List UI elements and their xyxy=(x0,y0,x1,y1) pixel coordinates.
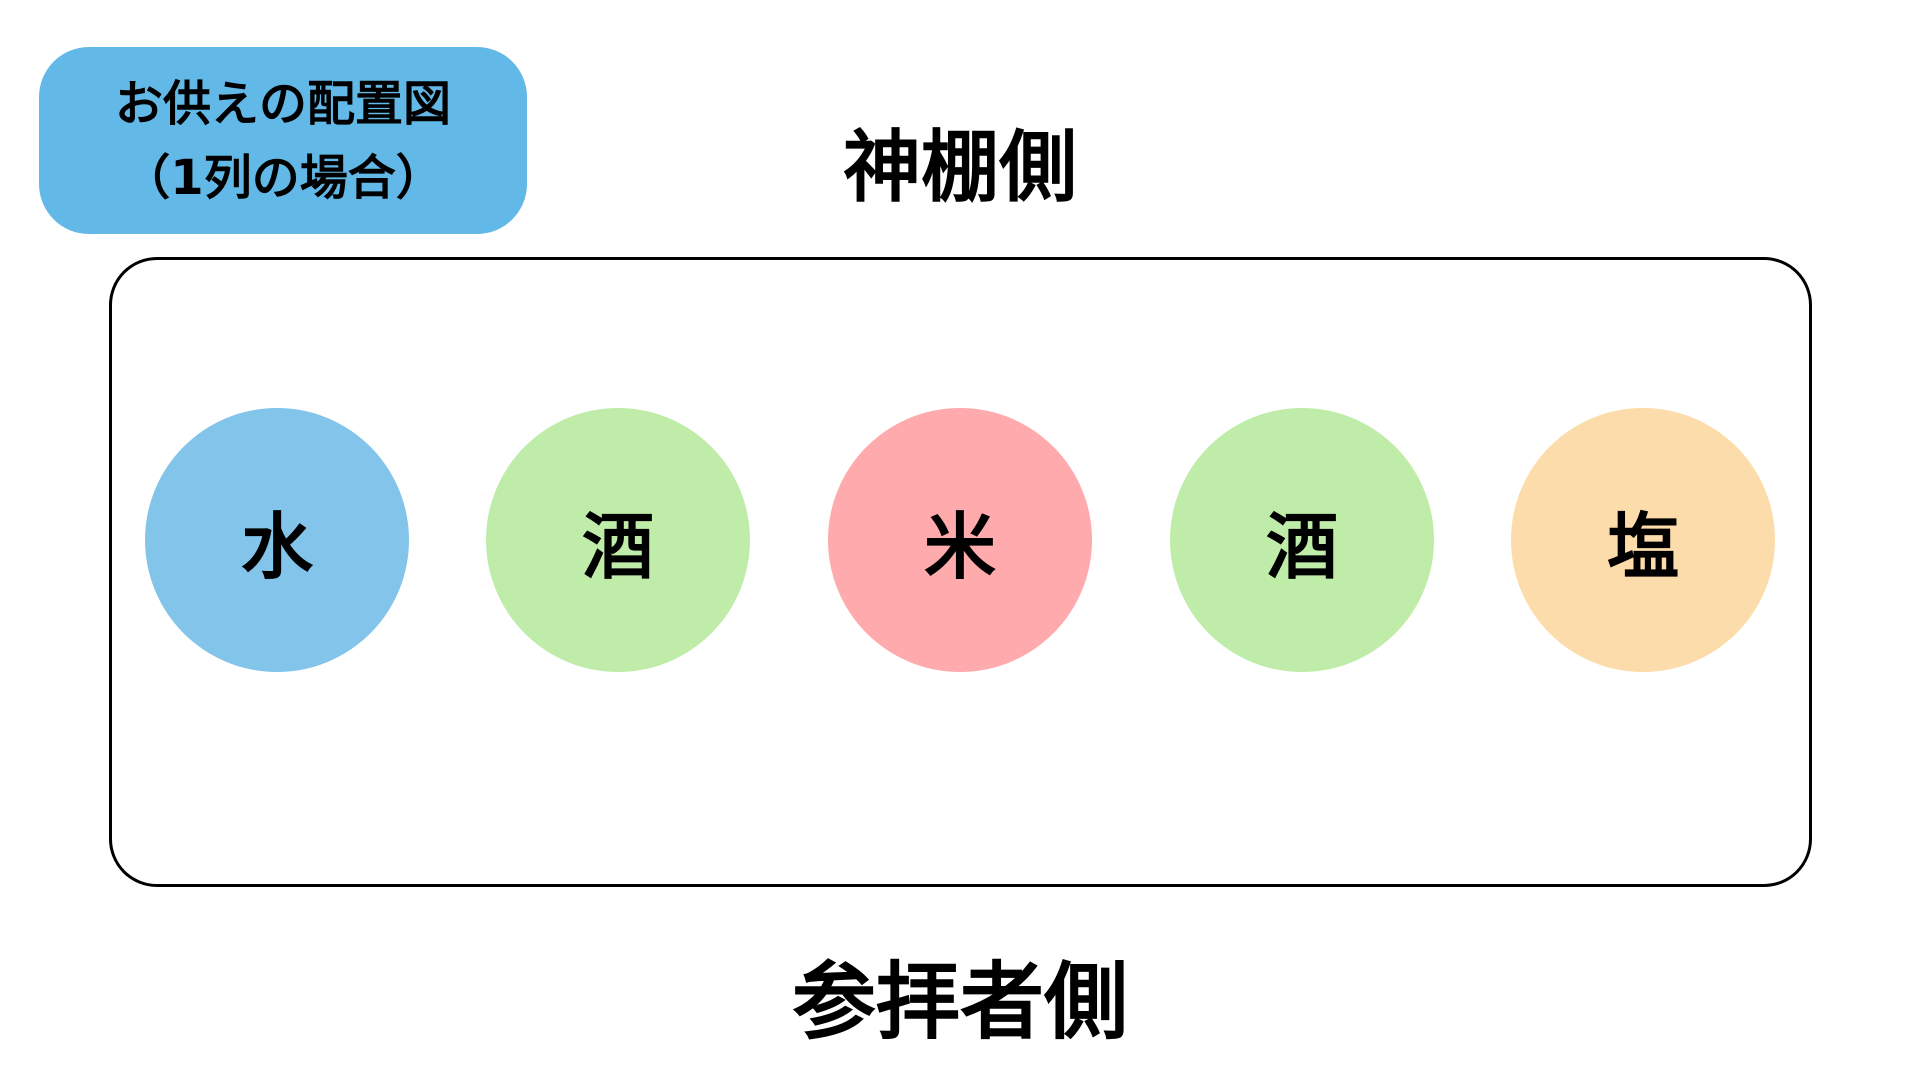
offering-sake-left: 酒 xyxy=(486,408,750,672)
label-line-2: （1列の場合） xyxy=(122,149,444,206)
kamidana-side-title: 神棚側 xyxy=(842,123,1077,213)
offering-label: 酒 xyxy=(581,504,654,589)
worshipper-side-title: 参拝者側 xyxy=(791,953,1128,1051)
offering-label: 塩 xyxy=(1606,504,1679,589)
diagram-label-box: お供えの配置図 （1列の場合） xyxy=(39,47,527,234)
offering-label: 水 xyxy=(240,504,313,589)
offering-salt: 塩 xyxy=(1511,408,1775,672)
offering-rice: 米 xyxy=(828,408,1092,672)
label-line-1: お供えの配置図 xyxy=(114,75,451,132)
offering-label: 酒 xyxy=(1265,504,1338,589)
offering-water: 水 xyxy=(145,408,409,672)
altar-frame xyxy=(109,257,1812,887)
offering-label: 米 xyxy=(923,504,996,589)
offering-sake-right: 酒 xyxy=(1170,408,1434,672)
